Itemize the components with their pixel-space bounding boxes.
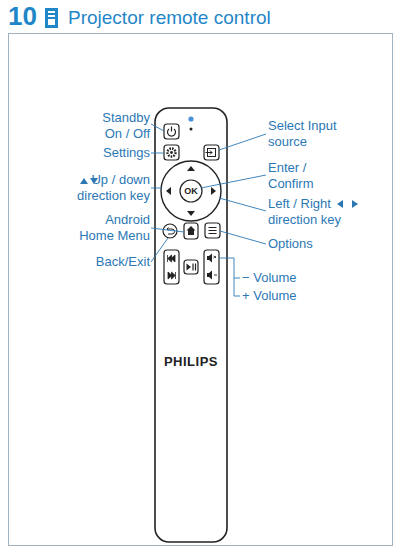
callout-label: Standby On / Off — [86, 110, 150, 142]
home-button — [184, 223, 198, 239]
volume-buttons — [204, 250, 219, 284]
settings-button — [164, 145, 179, 160]
power-button — [164, 124, 179, 139]
callout-label: − Volume — [242, 270, 352, 286]
section-number: 10 — [8, 1, 44, 31]
callout-label: Enter / Confirm — [268, 160, 330, 192]
page-title: Projector remote control — [68, 6, 271, 30]
remote-body — [155, 108, 227, 542]
callout-label: Android Home Menu — [70, 212, 150, 244]
frame — [9, 34, 393, 546]
callout-label: Options — [268, 236, 358, 252]
brand-logo: PHILIPS — [146, 354, 236, 370]
callout-label: Back/Exit — [60, 254, 150, 270]
callout-label: Up / down direction key — [60, 172, 150, 204]
button-text: OK — [178, 186, 204, 196]
callout-label: + Volume — [242, 288, 352, 304]
callout-label: Select Input source — [268, 118, 358, 150]
callout-label: Settings — [70, 145, 150, 161]
section-icon — [45, 8, 58, 28]
input-button — [204, 145, 219, 160]
led — [188, 116, 193, 121]
sensor-dot — [190, 128, 193, 131]
media-buttons — [164, 250, 198, 284]
options-button — [205, 223, 220, 238]
callout-label: Left / Right direction key — [268, 196, 360, 228]
direction-pad — [161, 161, 221, 221]
